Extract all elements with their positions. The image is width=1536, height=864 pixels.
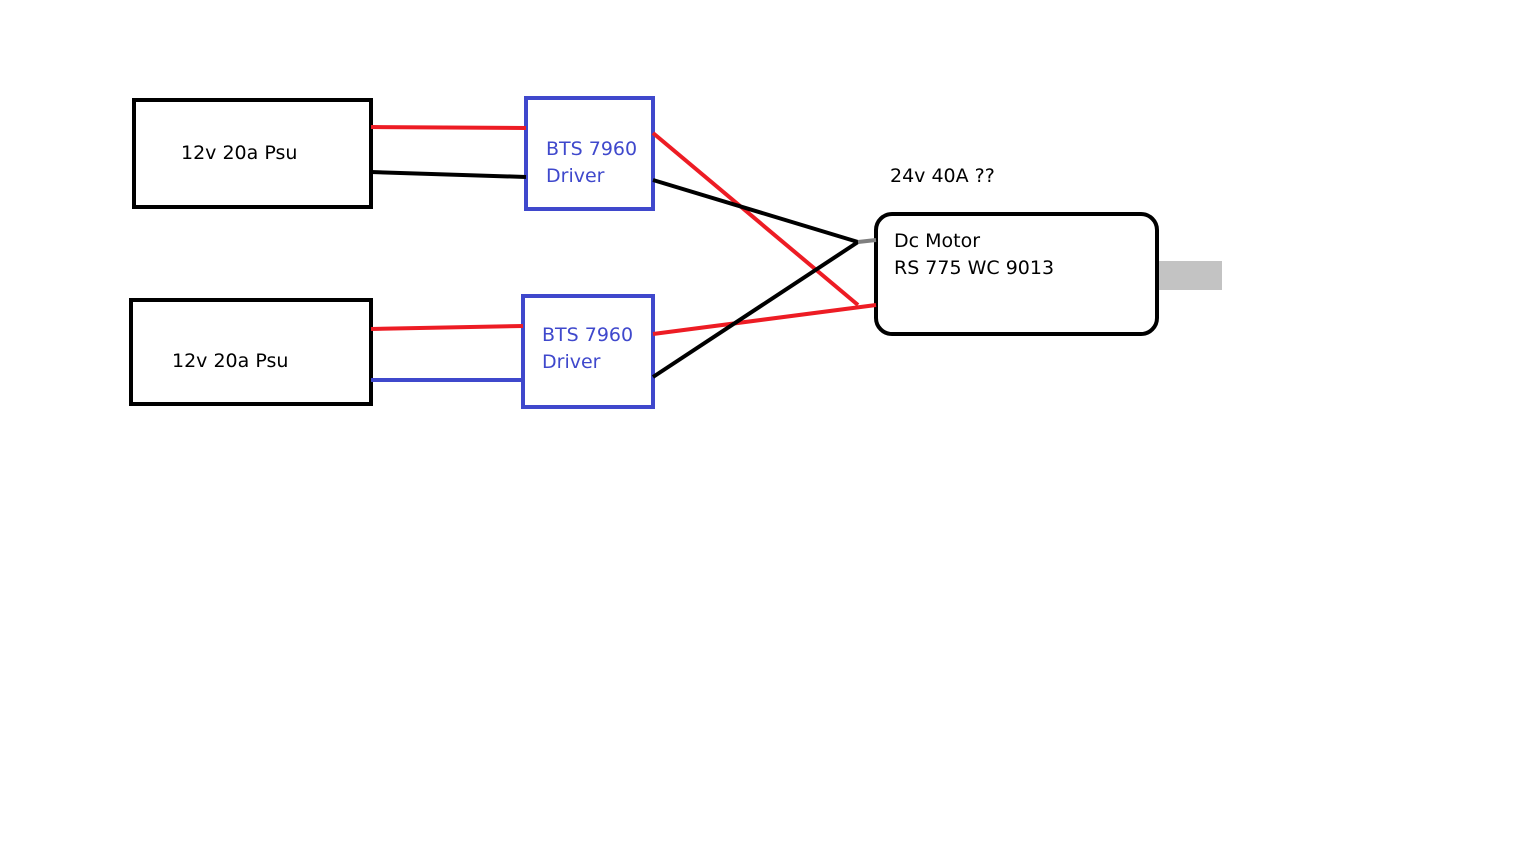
voltage-note: 24v 40A ??	[890, 165, 995, 187]
wire-psu-bottom-positive	[370, 324, 524, 331]
wire-driver-bottom-red	[652, 303, 877, 336]
wire-driver-bottom-black	[651, 240, 860, 379]
driver-bottom-label-line2: Driver	[542, 351, 601, 373]
psu-bottom-box	[129, 298, 373, 406]
driver-top-label-line1: BTS 7960	[546, 138, 637, 160]
motor-body	[874, 212, 1159, 336]
psu-bottom-label: 12v 20a Psu	[172, 350, 288, 372]
wire-psu-top-positive	[370, 125, 527, 130]
driver-top-label-line2: Driver	[546, 165, 605, 187]
motor-label-line1: Dc Motor	[894, 230, 980, 252]
wire-psu-top-negative	[370, 170, 527, 179]
driver-top-box	[524, 96, 655, 211]
wire-driver-top-red	[651, 131, 860, 307]
motor-shaft	[1158, 261, 1222, 290]
wire-driver-top-black	[652, 178, 859, 244]
driver-bottom-box	[521, 294, 655, 409]
psu-top-box	[132, 98, 373, 209]
motor-terminal	[857, 238, 877, 244]
motor-label-line2: RS 775 WC 9013	[894, 257, 1054, 279]
psu-top-label: 12v 20a Psu	[181, 142, 297, 164]
driver-bottom-label-line1: BTS 7960	[542, 324, 633, 346]
